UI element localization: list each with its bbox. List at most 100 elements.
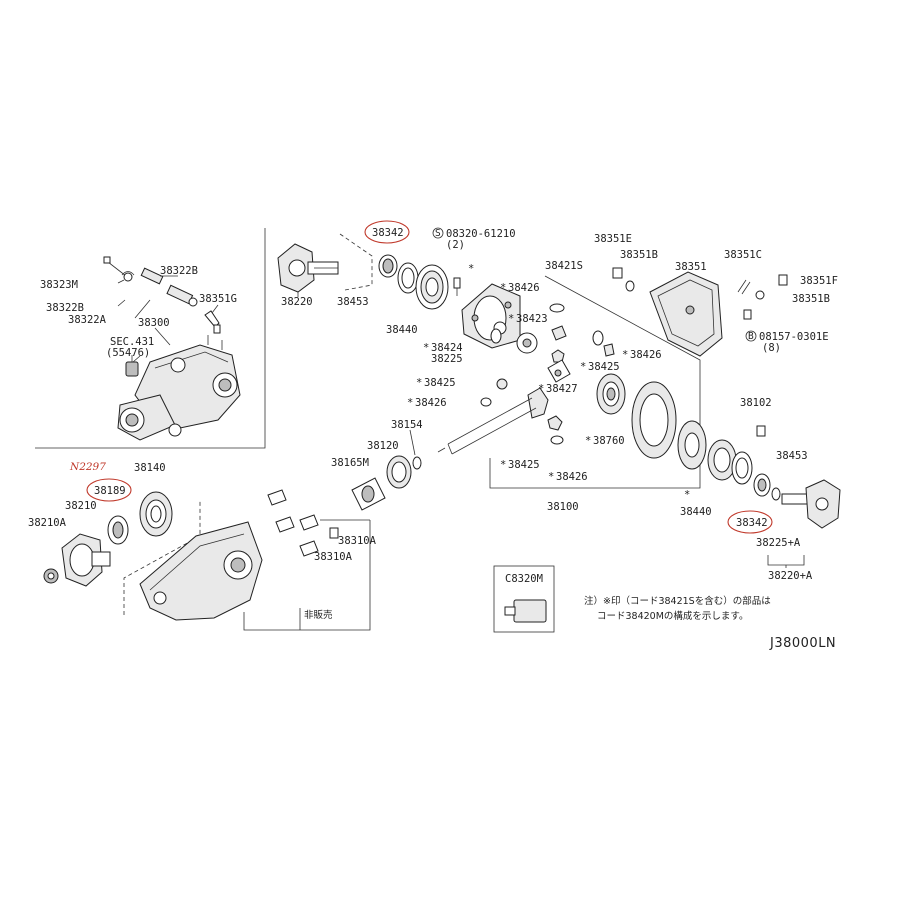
label-38140: 38140 [134,462,166,474]
thrust-washer-38426-a [549,303,565,313]
svg-text:*: * [538,383,544,395]
label-38424: 38424 [431,342,463,354]
washer-38424 [490,328,502,344]
label-38220: 38220 [281,296,313,308]
plug-38351E [612,267,623,279]
pinion-38425-a [551,349,565,363]
bearing-cap-right [299,514,319,557]
label-bolt-code: 08320-61210 [446,228,516,240]
spacer-38165M [351,477,386,511]
label-38351C: 38351C [724,249,762,261]
label-38425: 38425 [508,459,540,471]
label-38165M: 38165M [331,457,369,469]
washer-38426-c [480,397,492,407]
label-38225: 38225 [431,353,463,365]
svg-text:*: * [500,459,506,471]
label-38351G: 38351G [199,293,237,305]
label-38426: 38426 [415,397,447,409]
pinion-shaft-38427 [547,359,571,383]
handwritten-note: N2297 [69,461,106,473]
not-sold-label: 非販売 [304,609,333,621]
labels: 38323M 38322B 38322B 38322A 38351G 38300… [28,227,838,651]
rear-cover-38351 [649,271,723,357]
label-rbolt-code: 08157-0301E [759,331,829,343]
label-38351: 38351 [675,261,707,273]
differential-case-right [677,420,707,470]
bolt-38310A [329,527,339,539]
washer-38351B-top [625,280,635,292]
label-38453: 38453 [776,450,808,462]
label-38102: 38102 [740,397,772,409]
label-38426: 38426 [508,282,540,294]
label-38323M: 38323M [40,279,78,291]
svg-text:*: * [407,397,413,409]
seal-sec431 [125,355,139,377]
oil-seal-38189 [107,515,129,545]
label-38351B: 38351B [792,293,830,305]
highlight-38189 [86,478,132,502]
companion-flange-38220A [781,479,841,529]
stud-38351C [737,279,751,295]
svg-text:*: * [684,489,690,501]
label-bolt-qty: (2) [446,239,465,251]
diagram-code: J38000LN [769,636,836,651]
highlight-38342-top [364,220,410,244]
spacer-38453-top [397,262,419,294]
svg-text:*: * [423,342,429,354]
label-38322A: 38322A [68,314,107,326]
highlight-38342-right [727,510,773,534]
label-38210: 38210 [65,500,97,512]
label-38453: 38453 [337,296,369,308]
oil-seal-38342-right [753,473,771,497]
gear-carrier [139,521,263,621]
bolt-08320-61210 [453,277,461,296]
label-38425: 38425 [424,377,456,389]
star-marker: * [468,263,474,275]
svg-text:*: * [622,349,628,361]
svg-text:*: * [416,377,422,389]
label-38425: 38425 [588,361,620,373]
label-38189: 38189 [94,485,126,497]
svg-text:B: B [748,331,754,342]
bearing-38120 [386,455,412,489]
clip-38322B [121,271,135,282]
hose-38322A [140,267,198,307]
plug-38351F [778,274,788,286]
bolt-08157-0301E [743,309,752,320]
inset-panel [35,228,266,449]
label-38760: 38760 [593,435,625,447]
side-gear-38760 [596,373,626,415]
label-38322B: 38322B [160,265,198,277]
differential-assembly-38300 [117,335,241,441]
spacer-38453-right [731,451,753,485]
svg-text:*: * [585,435,591,447]
label-38423: 38423 [516,313,548,325]
label-38426: 38426 [630,349,662,361]
thrust-washer-38426-b [592,330,615,357]
washer-38426-d [550,435,564,445]
label-38426: 38426 [556,471,588,483]
o-ring [771,487,781,501]
nut-38154 [412,456,422,470]
label-38427: 38427 [546,383,578,395]
side-gear-38423 [516,325,567,354]
nut-38210A [43,568,59,584]
breather-38351G [204,310,221,334]
label-38120: 38120 [367,440,399,452]
label-c8320m: C8320M [505,573,543,585]
ring-gear [631,381,677,459]
label-38154: 38154 [391,419,423,431]
svg-text:*: * [500,282,506,294]
svg-text:*: * [548,471,554,483]
label-38300: 38300 [138,317,170,329]
flange-38210 [61,533,111,587]
label-38210A: 38210A [28,517,67,529]
pinion-38425-c [547,415,563,431]
svg-text:*: * [580,361,586,373]
label-38310A: 38310A [338,535,377,547]
label-sec431: SEC.431 [110,336,154,348]
bolt-38102 [756,425,766,437]
footnote-line1: 注）※印（コード38421Sを含む）の部品は [584,595,771,607]
oil-seal-38342-top [378,254,398,278]
